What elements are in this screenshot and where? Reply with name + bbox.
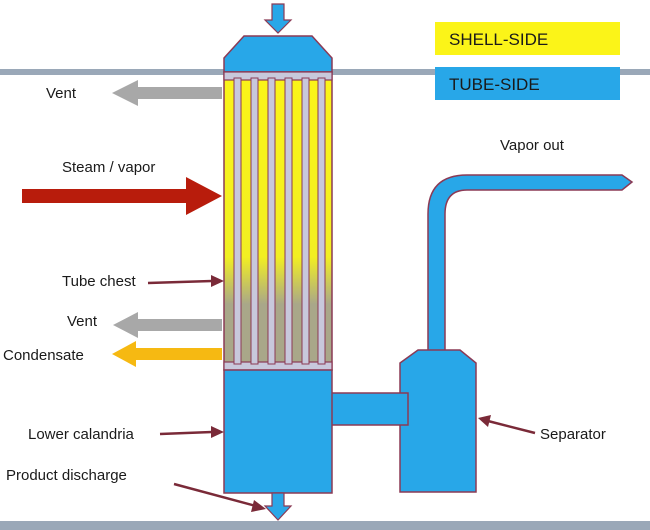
- vapor-out-pipe: [427, 174, 634, 357]
- tube: [250, 77, 259, 365]
- condensate-outlet-arrow: [112, 341, 222, 367]
- upper-tube-sheet: [223, 71, 333, 81]
- lower-calandria-label: Lower calandria: [28, 426, 135, 443]
- horizon-line-bottom: [0, 521, 650, 530]
- legend-shell-side-label: SHELL-SIDE: [449, 30, 548, 49]
- legend-tube-side-label: TUBE-SIDE: [449, 75, 540, 94]
- lower-calandria-pointer-line: [159, 430, 213, 436]
- vent-bottom-label: Vent: [67, 313, 98, 330]
- tube-chest-label: Tube chest: [62, 273, 136, 290]
- separator-pointer-line: [487, 419, 536, 435]
- separator-vessel: [399, 349, 477, 493]
- legend-tube-side-swatch: [435, 67, 620, 100]
- lower-calandria-vessel: [223, 369, 333, 494]
- tube-chest-pointer-line: [147, 279, 213, 285]
- tube: [233, 77, 242, 365]
- separator-label: Separator: [540, 426, 606, 443]
- vent-bottom-arrow: [113, 312, 222, 338]
- vapor-out-label: Vapor out: [500, 137, 565, 154]
- product-discharge-pointer-head: [251, 500, 266, 512]
- upper-dome: [223, 35, 333, 73]
- condensate-label: Condensate: [3, 347, 84, 364]
- steam-inlet-arrow: [22, 177, 222, 215]
- connecting-pipe: [319, 392, 409, 426]
- tube: [267, 77, 276, 365]
- legend-shell-side-swatch: [435, 22, 620, 55]
- tube: [284, 77, 293, 365]
- feed-inlet-arrow: [263, 3, 293, 34]
- steam-label: Steam / vapor: [62, 159, 155, 176]
- tube: [301, 77, 310, 365]
- legend: SHELL-SIDE TUBE-SIDE: [435, 22, 620, 100]
- lower-calandria-pointer-head: [211, 426, 224, 438]
- product-discharge-arrow: [263, 492, 293, 521]
- tube-chest-pointer-head: [211, 275, 224, 287]
- tube: [317, 77, 326, 365]
- separator-pointer-head: [478, 415, 491, 427]
- tube-bundle: [233, 77, 326, 365]
- vent-top-label: Vent: [46, 85, 77, 102]
- product-discharge-label: Product discharge: [6, 467, 127, 484]
- product-discharge-pointer-line: [173, 482, 257, 508]
- vent-top-arrow: [112, 80, 222, 106]
